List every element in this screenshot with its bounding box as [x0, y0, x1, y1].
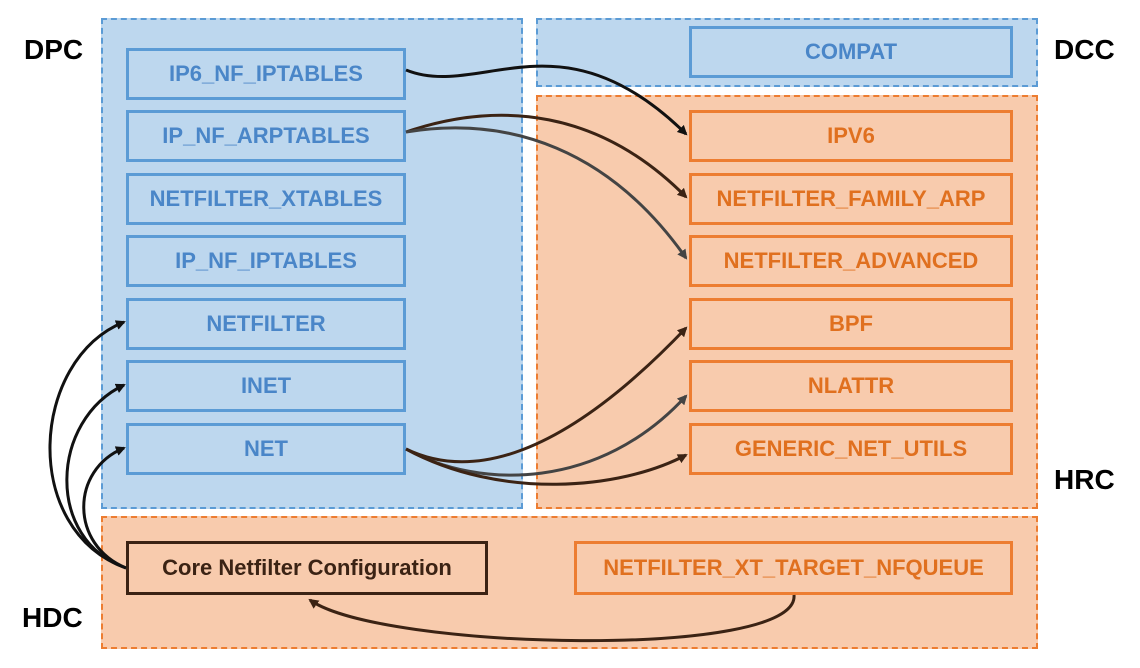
box-ip-nf-iptables: IP_NF_IPTABLES — [126, 235, 406, 287]
box-generic-net-utils: GENERIC_NET_UTILS — [689, 423, 1013, 475]
hdc-label: HDC — [22, 602, 83, 633]
box-netfilter-advanced: NETFILTER_ADVANCED — [689, 235, 1013, 287]
hrc-label: HRC — [1054, 464, 1115, 495]
box-core-netfilter-configuration: Core Netfilter Configuration — [126, 541, 488, 595]
box-netfilter-xtables: NETFILTER_XTABLES — [126, 173, 406, 225]
box-ipv6: IPV6 — [689, 110, 1013, 162]
dcc-label: DCC — [1054, 34, 1115, 65]
box-inet: INET — [126, 360, 406, 412]
box-compat: COMPAT — [689, 26, 1013, 78]
dpc-label: DPC — [24, 34, 84, 65]
box-nlattr: NLATTR — [689, 360, 1013, 412]
box-netfilter-xt-target-nfqueue: NETFILTER_XT_TARGET_NFQUEUE — [574, 541, 1013, 595]
box-bpf: BPF — [689, 298, 1013, 350]
box-net: NET — [126, 423, 406, 475]
box-netfilter: NETFILTER — [126, 298, 406, 350]
box-netfilter-family-arp: NETFILTER_FAMILY_ARP — [689, 173, 1013, 225]
box-ip6-nf-iptables: IP6_NF_IPTABLES — [126, 48, 406, 100]
box-ip-nf-arptables: IP_NF_ARPTABLES — [126, 110, 406, 162]
